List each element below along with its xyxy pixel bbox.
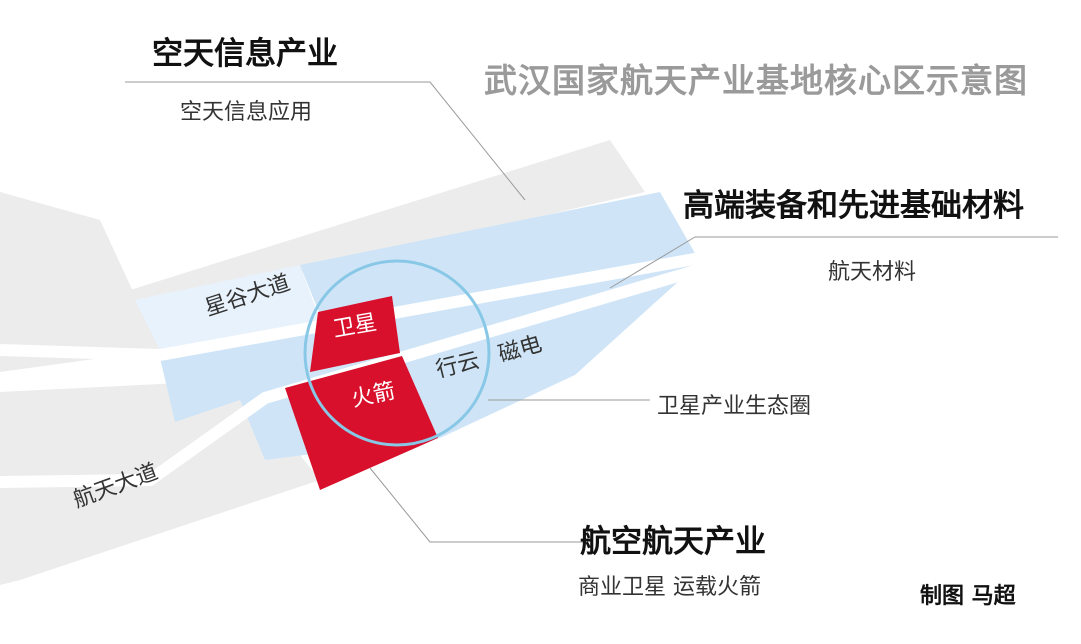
sub-materials: 航天材料 [828, 260, 917, 285]
land-southwest [0, 380, 320, 585]
block-satellite [310, 296, 400, 372]
sub-aerospace: 商业卫星 运载火箭 [578, 575, 761, 600]
zone-light-west [135, 265, 320, 350]
zone-blue-materials [300, 192, 700, 340]
label-satellite-ecosystem: 卫星产业生态圈 [657, 394, 812, 419]
map-title: 武汉国家航天产业基地核心区示意图 [484, 61, 1028, 100]
leader-line-aerospace [369, 467, 583, 543]
road-south [0, 262, 707, 488]
leader-line-materials [609, 236, 1058, 289]
sub-space-info: 空天信息应用 [180, 100, 313, 125]
heading-aerospace: 航空航天产业 [580, 524, 766, 560]
heading-space-info: 空天信息产业 [152, 36, 338, 72]
block-rocket [285, 356, 438, 490]
credit-label: 制图 马超 [920, 584, 1016, 609]
satellite-ecosystem-circle [303, 259, 491, 447]
heading-materials: 高端装备和先进基础材料 [683, 188, 1024, 224]
leader-line-space-info [125, 81, 526, 201]
road-north [0, 252, 702, 362]
land-west [0, 192, 160, 372]
land-north [130, 140, 645, 310]
